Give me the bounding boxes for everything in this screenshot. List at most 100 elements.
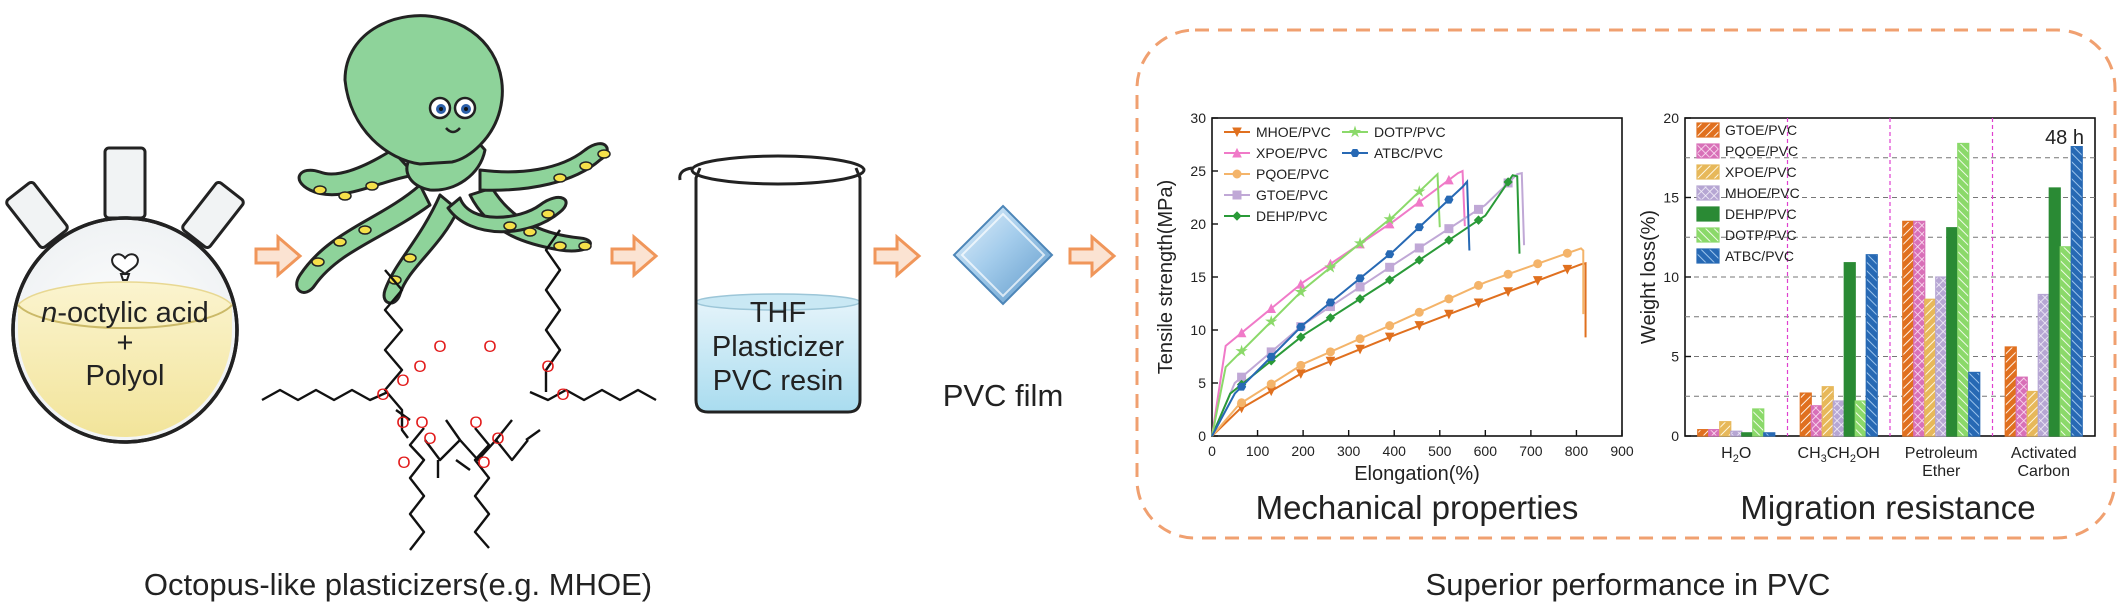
bar-legend-label: DOTP/PVC [1725, 227, 1797, 243]
beaker-thf-label: THF [750, 297, 806, 329]
line-chart-point [1232, 190, 1242, 200]
line-chart-x-tick-label: 300 [1337, 443, 1361, 459]
line-chart-point [1503, 287, 1513, 297]
bar-legend-swatch [1696, 248, 1720, 264]
line-chart-point [1325, 298, 1336, 307]
line-chart-point [1473, 215, 1484, 225]
line-legend-label: DOTP/PVC [1374, 124, 1446, 140]
line-chart-y-tick-label: 20 [1190, 216, 1206, 232]
line-chart-point [1473, 298, 1484, 309]
bar-legend-item: MHOE/PVC [1696, 185, 1800, 201]
line-series-dotp-pvc [1211, 171, 1441, 437]
stir-bar-icon [111, 253, 139, 281]
line-chart-point [1562, 248, 1572, 258]
svg-text:O: O [491, 429, 504, 448]
line-chart-point [1296, 360, 1306, 370]
bar [2059, 246, 2072, 437]
bar-chart-y-tick-label: 0 [1671, 428, 1679, 444]
bar-chart-y-tick-label: 10 [1663, 269, 1679, 285]
svg-text:O: O [483, 337, 496, 356]
line-chart-point [1324, 261, 1337, 273]
line-chart-point [1325, 356, 1336, 367]
bar-legend-item: ATBC/PVC [1696, 248, 1794, 264]
bar-legend-label: XPOE/PVC [1725, 164, 1797, 180]
line-chart-point [1294, 285, 1307, 298]
bar-legend-swatch [1696, 227, 1720, 243]
bar [1799, 392, 1812, 437]
arrow-2 [610, 233, 659, 279]
bar [2004, 346, 2017, 437]
bar-chart-y-tick-label: 5 [1671, 349, 1679, 365]
line-chart-point [1232, 147, 1242, 158]
line-series-pqoe-pvc [1211, 247, 1585, 437]
bar-legend-item: XPOE/PVC [1696, 164, 1797, 180]
line-chart-x-tick-label: 100 [1246, 443, 1270, 459]
three-neck-flask: n-octylic acid + Polyol [5, 146, 245, 444]
arrow-1 [254, 233, 303, 279]
bar [2026, 390, 2039, 437]
line-chart-point [1444, 235, 1454, 245]
line-chart-xlabel: Elongation(%) [1354, 463, 1480, 485]
line-chart-point [1444, 224, 1454, 234]
line-chart-point [1474, 280, 1483, 290]
line-chart-point [1503, 269, 1513, 279]
line-chart-point [1414, 223, 1424, 232]
line-series-atbc-pvc [1211, 179, 1471, 437]
bar-legend-label: MHOE/PVC [1725, 185, 1800, 201]
line-chart-point [1355, 294, 1365, 304]
bar [2048, 187, 2061, 437]
bar-legend-label: GTOE/PVC [1725, 122, 1797, 138]
line-chart-point [1562, 264, 1573, 275]
line-chart-point [1355, 334, 1365, 344]
line-chart-point [1444, 294, 1454, 304]
line-chart-x-tick-label: 400 [1383, 443, 1407, 459]
line-chart-point [1232, 127, 1242, 138]
line-chart-point [1235, 344, 1248, 357]
octopus-eyes [428, 96, 477, 134]
bar-legend-label: DEHP/PVC [1725, 206, 1797, 222]
bar-chart-category-label: Activated [2011, 445, 2077, 462]
bar-chart-category-label: Ether [1922, 463, 1961, 480]
line-chart-point [1325, 313, 1336, 323]
bar-chart-category-label: Petroleum [1905, 445, 1978, 462]
pvc-film-diamond-icon [952, 204, 1054, 306]
bar-chart-category-label: H2O [1721, 445, 1751, 465]
svg-text:O: O [469, 413, 482, 432]
line-chart-point [1266, 352, 1276, 361]
line-chart-point [1355, 282, 1365, 292]
bar-chart-category-label: Carbon [2018, 463, 2070, 480]
bar-legend-item: DEHP/PVC [1696, 206, 1797, 222]
line-chart-point [1385, 262, 1395, 272]
line-chart-point [1414, 255, 1424, 265]
line-chart-point [1384, 332, 1395, 343]
bar-legend-swatch [1696, 143, 1720, 159]
bar [1832, 400, 1845, 437]
results-dashed-border [1135, 28, 2117, 540]
line-legend-label: MHOE/PVC [1256, 124, 1331, 140]
line-legend-item: PQOE/PVC [1224, 166, 1329, 182]
line-chart-point [1237, 398, 1247, 408]
line-chart-y-tick-label: 5 [1198, 375, 1206, 391]
line-chart-point [1232, 169, 1242, 179]
svg-text:O: O [396, 413, 409, 432]
bar-legend-label: ATBC/PVC [1725, 248, 1794, 264]
line-chart-y-tick-label: 30 [1190, 110, 1206, 126]
svg-text:O: O [433, 337, 446, 356]
line-legend-item: GTOE/PVC [1224, 187, 1328, 203]
line-series-path [1211, 169, 1466, 437]
line-series-xpoe-pvc [1211, 169, 1466, 437]
bar-chart-time-annotation: 48 h [2045, 127, 2084, 149]
line-chart-point [1532, 276, 1543, 286]
arrow-3 [873, 233, 922, 279]
line-chart-point [1355, 274, 1365, 283]
line-chart-x-tick-label: 700 [1519, 443, 1543, 459]
line-chart-point [1236, 327, 1247, 338]
bar [1810, 405, 1823, 437]
line-series-path [1211, 171, 1441, 437]
line-chart-point [1296, 332, 1306, 342]
svg-text:O: O [376, 385, 389, 404]
octopus-plasticizer-caption: Octopus-like plasticizers(e.g. MHOE) [144, 567, 652, 602]
line-chart-point [1414, 196, 1425, 207]
line-chart-point [1325, 347, 1335, 357]
